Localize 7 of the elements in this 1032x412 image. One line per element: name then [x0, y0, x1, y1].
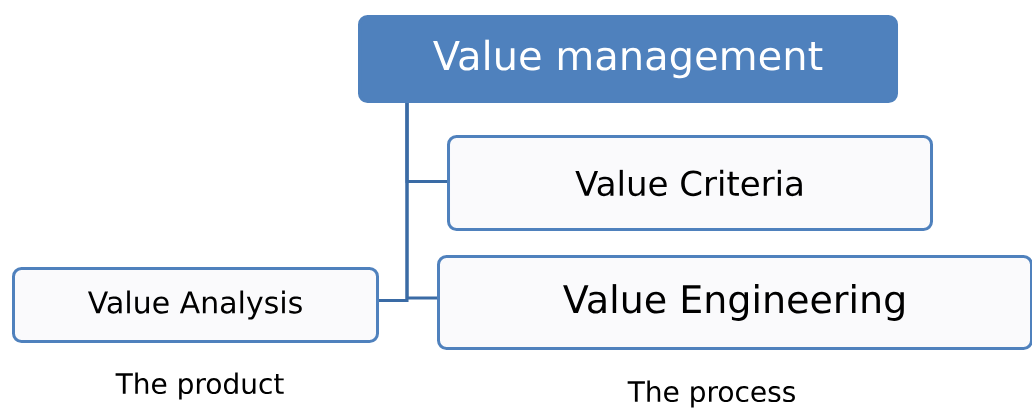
caption-text: The product	[115, 372, 284, 400]
title-box: Value management	[358, 15, 898, 103]
concept-box: Value Engineering	[437, 255, 1032, 350]
concept-box: Value Criteria	[447, 135, 933, 231]
caption-text: The process	[627, 380, 795, 408]
concept-box: Value Analysis	[12, 267, 379, 343]
connector-line	[376, 100, 409, 302]
